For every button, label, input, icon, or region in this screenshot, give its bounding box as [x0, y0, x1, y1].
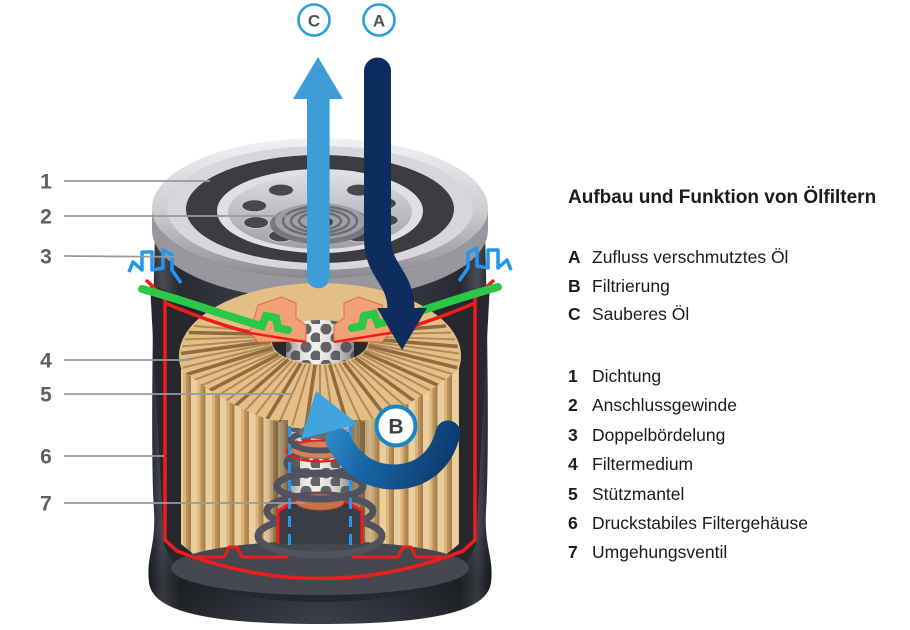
double-seam-blue [127, 246, 513, 284]
legend-title: Aufbau und Funktion von Ölfiltern [568, 187, 877, 208]
svg-text:7: 7 [40, 493, 52, 516]
flow-arrow-c-clean-oil [293, 57, 343, 289]
callout-lines [63, 180, 305, 504]
svg-text:2: 2 [40, 206, 52, 229]
svg-text:C: C [308, 12, 320, 31]
svg-text:4: 4 [40, 350, 52, 373]
svg-text:5: 5 [40, 384, 52, 407]
svg-text:B: B [388, 416, 403, 439]
svg-text:3: 3 [40, 246, 52, 269]
badge-c: C [297, 3, 331, 37]
callout-numbers: 1 2 3 4 5 6 7 [40, 171, 52, 516]
badge-b: B [374, 404, 418, 448]
flow-arrow-a-dirty-oil [364, 57, 427, 350]
svg-text:A: A [373, 12, 385, 31]
svg-text:1: 1 [40, 171, 52, 194]
housing-floor [171, 541, 469, 595]
badge-a: A [362, 3, 396, 37]
cutaway-interior [127, 246, 513, 602]
svg-text:6: 6 [40, 446, 52, 469]
filter-top-assembly [152, 138, 488, 300]
flow-arrow-b-filtration [301, 391, 461, 490]
